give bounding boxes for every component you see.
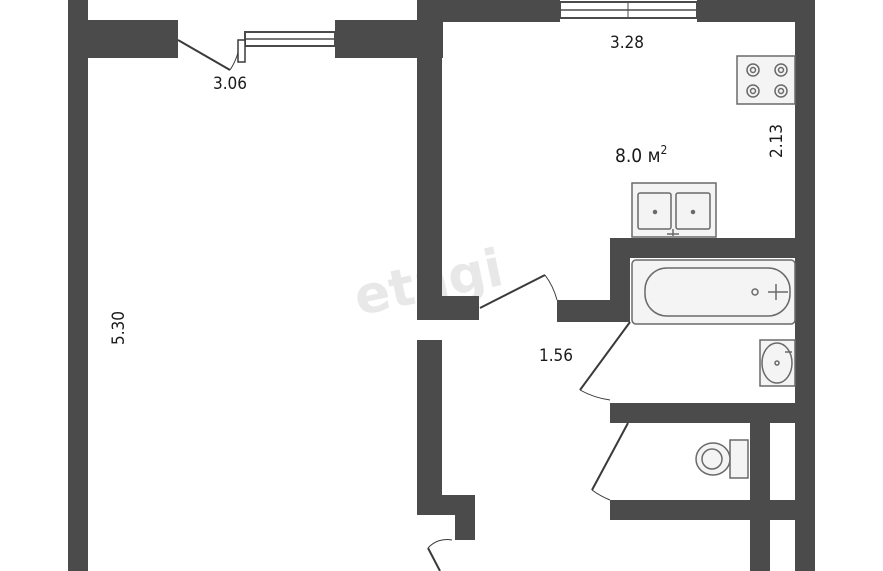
stove-icon [736,55,796,105]
wall-kitchen-top-left [417,0,560,22]
wall-left [68,0,88,571]
wall-bath-left [610,238,630,322]
kitchen-width-label: 3.28 [610,33,644,53]
door-kitchen-leaf [479,274,546,309]
door-entrance-leaf [427,547,441,571]
wall-partition-upper [417,20,442,320]
hall-width-label: 1.56 [539,346,573,366]
wall-top-stub-left [68,0,88,20]
toilet-icon [695,439,749,479]
windows [244,1,698,47]
door-toilet-leaf [591,422,629,491]
living-room-width-label: 3.06 [213,74,247,94]
wall-shaft-left [750,403,770,571]
door-kitchen-arc [544,274,558,301]
door-toilet-arc [591,489,611,501]
wall-kitchen-bath [610,238,815,258]
wall-kitchen-door-stub [417,296,479,320]
walls [68,0,815,571]
washbasin-icon [759,339,796,387]
kitchen-area-label: 8.0 м2 [615,143,667,167]
kitchen-depth-label: 2.13 [767,124,787,158]
wall-entrance-stub-2 [455,495,475,540]
wall-partition-lower [417,340,442,498]
kitchen-area-exponent: 2 [661,143,668,157]
kitchen-sink-icon [631,182,717,238]
wall-shaft-right [795,403,815,571]
door-bath-leaf [579,321,631,391]
wall-toilet-bottom [610,500,815,520]
door-balcony-leaf [177,39,231,71]
wall-kitchen-top-right [697,0,815,22]
kitchen-area-value: 8.0 м [615,145,661,167]
bathtub-icon [631,259,796,325]
doors [177,39,631,571]
wall-bath-toilet [610,403,815,423]
door-bath-arc [579,389,611,401]
door-entrance-arc [427,538,453,549]
living-room-length-label: 5.30 [109,311,129,345]
